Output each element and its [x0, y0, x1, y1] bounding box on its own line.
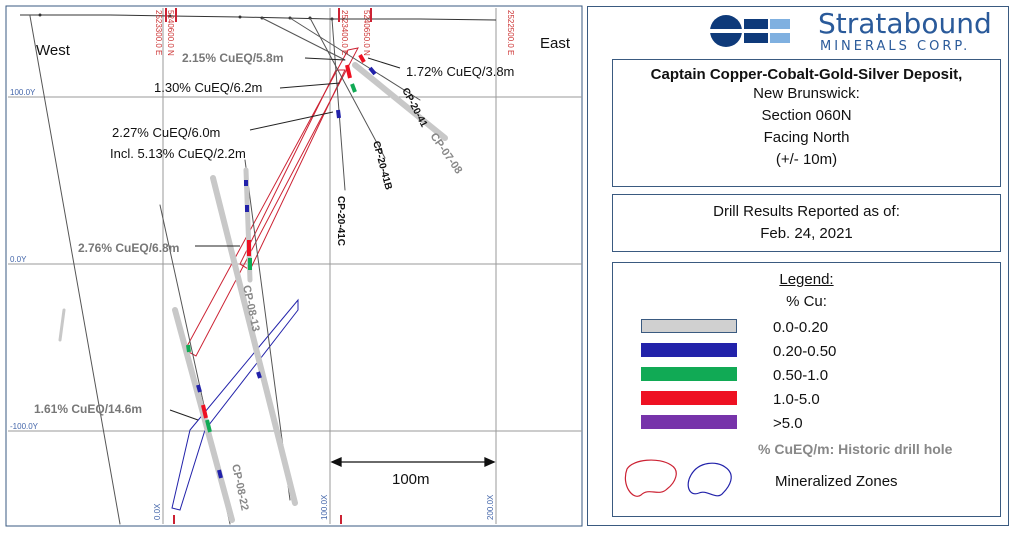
legend-label: 0.50-1.0 — [773, 367, 829, 384]
legend-item: >5.0 — [613, 415, 1000, 433]
legend-swatch — [641, 319, 737, 333]
title-box: Captain Copper-Cobalt-Gold-Silver Deposi… — [612, 59, 1001, 187]
legend-label: 1.0-5.0 — [773, 391, 820, 408]
grid-x-bottom-label: 100.0X — [320, 494, 329, 520]
assay-segments — [186, 54, 377, 479]
grid-x-bottom-label: 0.0X — [153, 503, 162, 520]
legend-swatch — [641, 415, 737, 429]
west-label: West — [36, 42, 71, 59]
grid-y-label: -100.0Y — [10, 422, 39, 431]
scale-bar — [330, 456, 496, 468]
legend-item: 0.50-1.0 — [613, 367, 1000, 385]
grid-x-label: 5240600.0 N — [166, 10, 175, 56]
grid-y-label: 100.0Y — [10, 88, 36, 97]
historic-intercept-label: 1.61% CuEQ/14.6m — [34, 402, 142, 416]
grid-x-label: 2523400.0 E — [340, 10, 349, 55]
logo-subtitle: MINERALS CORP. — [820, 39, 971, 54]
mineralized-zone-main — [184, 47, 359, 357]
legend-swatch — [641, 343, 737, 357]
results-date: Feb. 24, 2021 — [760, 225, 853, 242]
east-label: East — [540, 35, 571, 52]
legend-item: 1.0-5.0 — [613, 391, 1000, 409]
legend-item: 0.20-0.50 — [613, 343, 1000, 361]
date-box: Drill Results Reported as of: Feb. 24, 2… — [612, 194, 1001, 252]
mineralized-zone-lower — [171, 298, 299, 511]
grid-y-label: 0.0Y — [10, 255, 27, 264]
legend-label: 0.20-0.50 — [773, 343, 837, 360]
grid-x-label: 2523300.0 E — [154, 10, 163, 55]
hole-label: CP-20-41C — [335, 196, 346, 246]
leader-lines — [169, 57, 401, 421]
legend-swatch — [641, 391, 737, 405]
deposit-location: New Brunswick: — [753, 85, 860, 102]
logo-name: Stratabound — [818, 7, 992, 40]
scale-label: 100m — [392, 471, 430, 488]
intercept-sublabel: Incl. 5.13% CuEQ/2.2m — [110, 146, 246, 161]
historic-hole-note: % CuEQ/m: Historic drill hole — [758, 441, 953, 457]
info-panel: Stratabound MINERALS CORP. Captain Coppe… — [587, 6, 1009, 526]
legend-label: 0.0-0.20 — [773, 319, 829, 336]
mineralized-zone-swatch-icon — [624, 459, 732, 497]
intercept-label: 1.30% CuEQ/6.2m — [154, 80, 262, 95]
logo-mark-icon — [708, 15, 792, 47]
legend-swatch — [641, 367, 737, 381]
legend-subheading: % Cu: — [786, 293, 827, 310]
grid-tick-marks — [165, 8, 372, 524]
cross-section-map: West East 100.0Y 0.0Y -100.0Y 2523300.0 … — [5, 5, 583, 527]
facing-direction: Facing North — [763, 129, 850, 146]
grid-x-label: 5240650.0 N — [362, 10, 371, 56]
legend-box: Legend: % Cu: 0.0-0.20 0.20-0.50 0.50-1.… — [612, 262, 1001, 517]
legend-item: 0.0-0.20 — [613, 319, 1000, 337]
historic-intercept-label: 2.15% CuEQ/5.8m — [182, 51, 283, 65]
legend-label: >5.0 — [773, 415, 803, 432]
legend-heading: Legend: — [779, 271, 834, 288]
intercept-label: 2.27% CuEQ/6.0m — [112, 125, 220, 140]
grid-x-bottom-label: 200.0X — [486, 494, 495, 520]
historic-intercept-label: 2.76% CuEQ/6.8m — [78, 241, 179, 255]
section-width: (+/- 10m) — [775, 151, 838, 168]
zones-label: Mineralized Zones — [775, 473, 898, 490]
deposit-title: Captain Copper-Cobalt-Gold-Silver Deposi… — [650, 66, 963, 83]
section-id: Section 060N — [761, 107, 852, 124]
results-heading: Drill Results Reported as of: — [713, 203, 900, 220]
grid-x-label: 2522500.0 E — [506, 10, 515, 55]
company-logo: Stratabound MINERALS CORP. — [708, 7, 1008, 57]
intercept-label: 1.72% CuEQ/3.8m — [406, 64, 514, 79]
section-frame — [5, 5, 583, 527]
